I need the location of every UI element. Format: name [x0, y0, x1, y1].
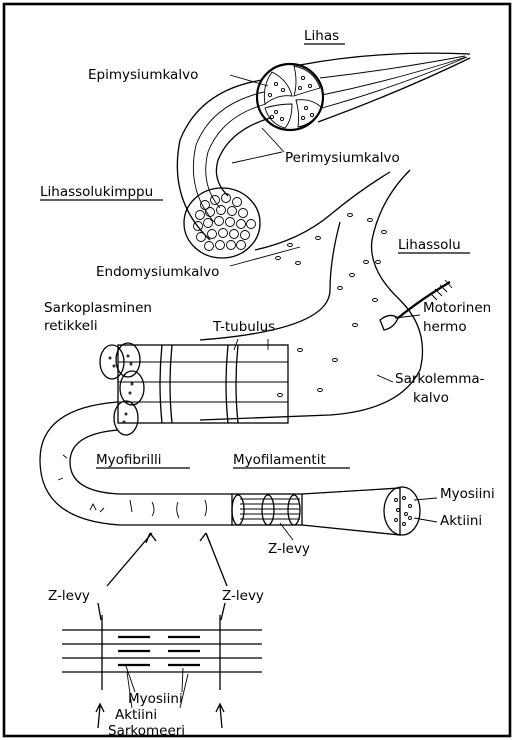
label-z-levy-mid: Z-levy	[268, 541, 310, 557]
label-lihassolu: Lihassolu	[398, 237, 461, 253]
myofibril-bundle-drawing	[100, 343, 288, 435]
label-sarkolemma: Sarkolemma-	[395, 371, 485, 387]
label-endomysiumkalvo: Endomysiumkalvo	[96, 264, 219, 280]
label-hermo: hermo	[423, 319, 467, 335]
sarcomere-drawing	[62, 615, 262, 690]
label-z-levy-right: Z-levy	[222, 588, 264, 604]
label-epimysiumkalvo: Epimysiumkalvo	[88, 67, 198, 83]
label-kalvo: kalvo	[413, 390, 449, 406]
muscle-drawing	[257, 53, 470, 130]
label-t-tubulus: T-tubulus	[212, 319, 275, 335]
label-myosiini-bottom: Myosiini	[128, 691, 183, 707]
border-frame	[4, 4, 510, 736]
label-sarkoplasminen: Sarkoplasminen	[44, 300, 152, 316]
label-aktiini-bottom: Aktiini	[115, 707, 157, 723]
fascicle-drawing	[177, 80, 270, 258]
label-retikkeli: retikkeli	[44, 318, 98, 334]
label-sarkomeeri: Sarkomeeri	[108, 723, 185, 739]
label-aktiini-top: Aktiini	[440, 513, 482, 529]
label-motorinen: Motorinen	[423, 300, 491, 316]
label-z-levy-left: Z-levy	[48, 588, 90, 604]
label-perimysiumkalvo: Perimysiumkalvo	[285, 150, 400, 166]
label-lihassolukimppu: Lihassolukimppu	[40, 184, 153, 200]
label-myofibrilli: Myofibrilli	[96, 452, 162, 468]
label-myofilamentit: Myofilamentit	[233, 452, 326, 468]
label-lihas: Lihas	[304, 28, 339, 44]
label-myosiini-top: Myosiini	[440, 486, 495, 502]
